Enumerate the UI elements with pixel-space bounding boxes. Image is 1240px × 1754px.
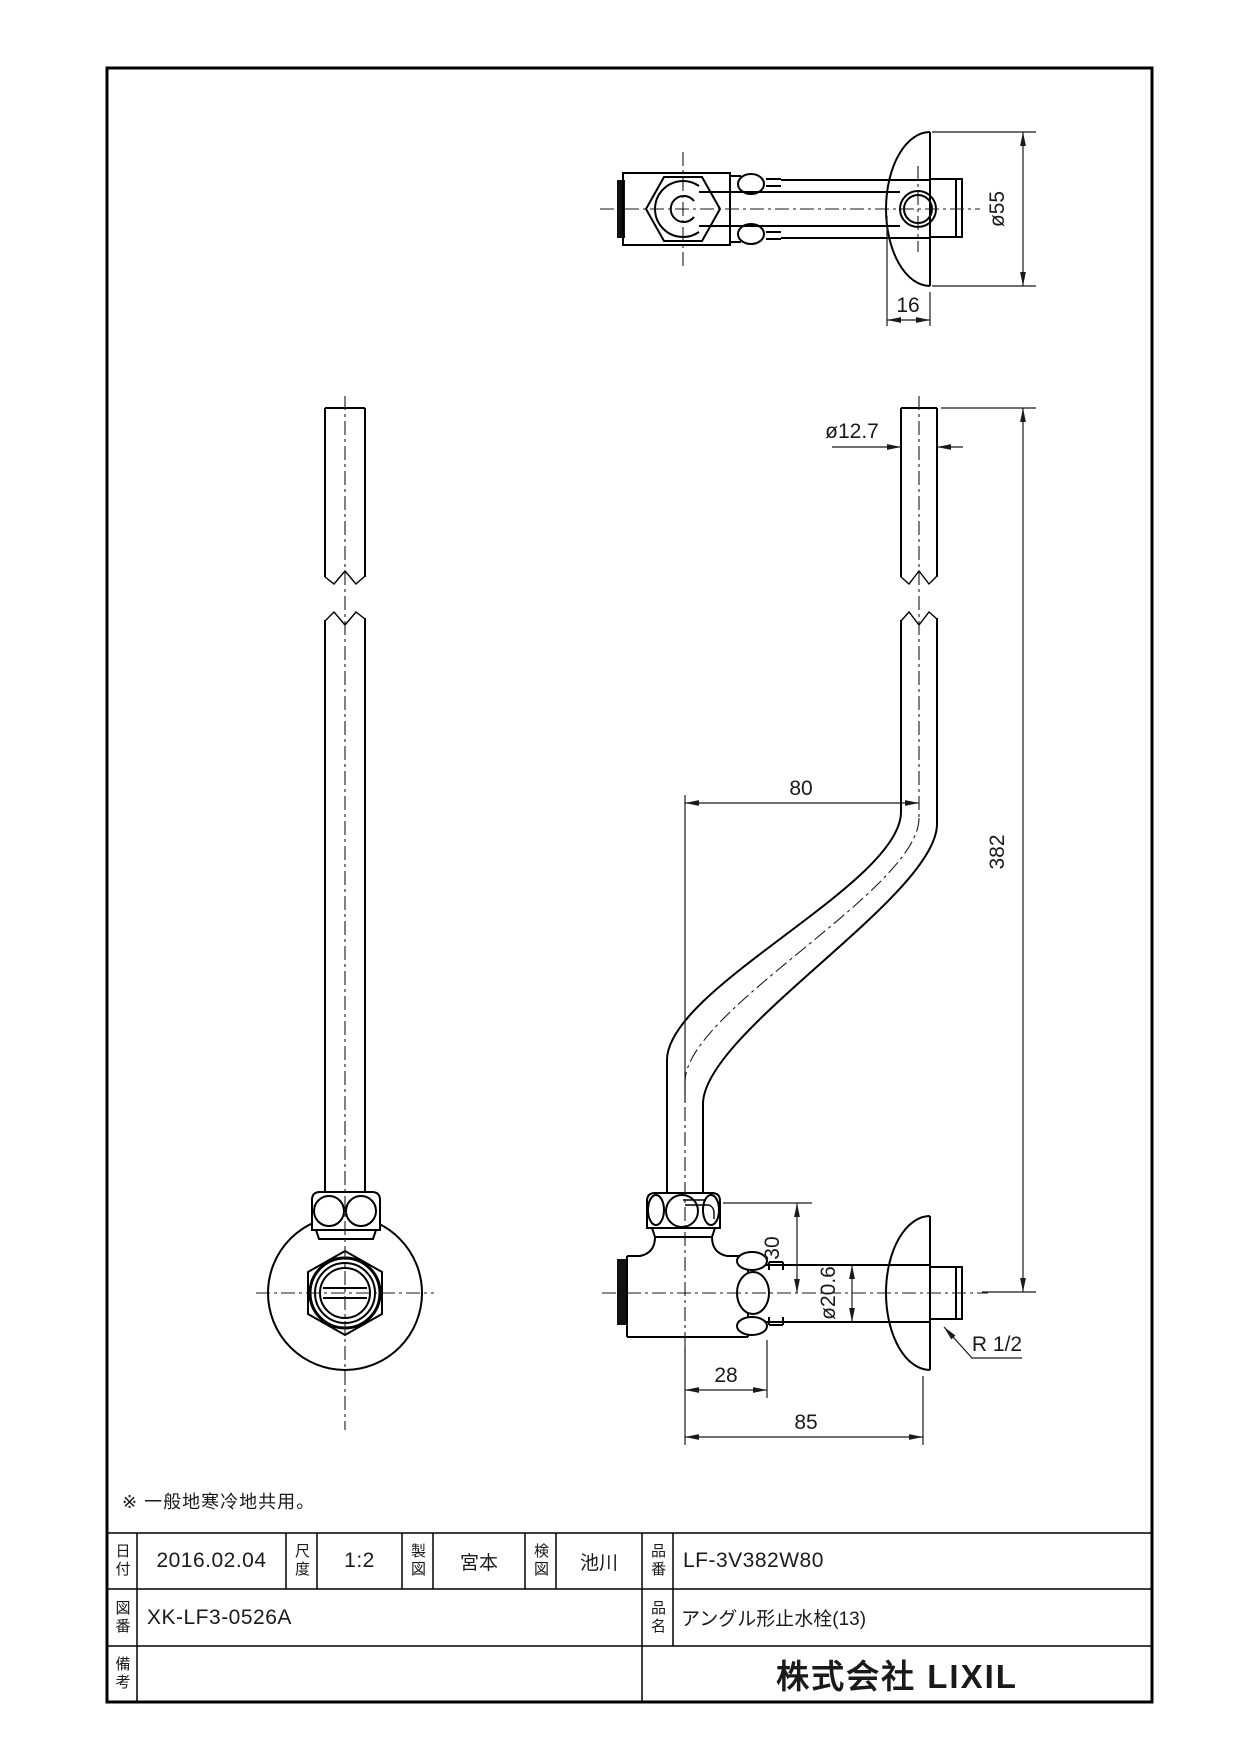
part-no-value: LF-3V382W80 <box>683 1549 824 1572</box>
dim-flange-depth: 16 <box>896 294 919 317</box>
thread-callout: R 1/2 <box>972 1333 1022 1356</box>
dimension-texts: ø55 16 ø12.7 382 80 30 ø20.6 R 1/2 28 85 <box>714 191 1022 1434</box>
side-view <box>617 408 962 1370</box>
dim-outlet-offset: 28 <box>714 1364 737 1387</box>
dimension-lines <box>685 132 1036 1445</box>
side-view-centerlines <box>602 396 988 1352</box>
product-name-label: 品名 <box>649 1599 666 1636</box>
dim-riser-diameter: ø12.7 <box>825 420 879 443</box>
scale-value: 1:2 <box>344 1549 375 1572</box>
title-block-grid <box>107 1533 1152 1702</box>
product-name-value: アングル形止水栓(13) <box>681 1609 867 1630</box>
sheet-frame <box>107 68 1152 1702</box>
drafter-value: 宮本 <box>459 1552 498 1574</box>
drawing-no-label: 図番 <box>113 1599 131 1636</box>
date-label: 日付 <box>113 1543 131 1579</box>
dim-flange-diameter: ø55 <box>986 191 1009 227</box>
checker-label: 検図 <box>532 1543 549 1579</box>
dim-riser-length: 382 <box>986 834 1009 869</box>
scale-label: 尺度 <box>293 1543 310 1579</box>
general-note: ※ 一般地寒冷地共用。 <box>122 1492 316 1512</box>
part-no-label: 品番 <box>649 1543 666 1579</box>
company-logo: 株式会社 LIXIL <box>776 1658 1018 1695</box>
front-view-centerlines <box>256 396 434 1430</box>
dim-body-height: 30 <box>761 1236 784 1259</box>
checker-value: 池川 <box>579 1552 618 1574</box>
dim-top-offset: 80 <box>789 777 812 800</box>
plan-view-centerlines <box>600 152 980 268</box>
date-value: 2016.02.04 <box>156 1549 267 1572</box>
drawing-no-value: XK-LF3-0526A <box>147 1605 292 1629</box>
dim-wall-distance: 85 <box>794 1411 817 1434</box>
remarks-label: 備考 <box>113 1656 131 1692</box>
drafter-label: 製図 <box>409 1543 426 1579</box>
dim-outlet-diameter: ø20.6 <box>817 1266 840 1320</box>
